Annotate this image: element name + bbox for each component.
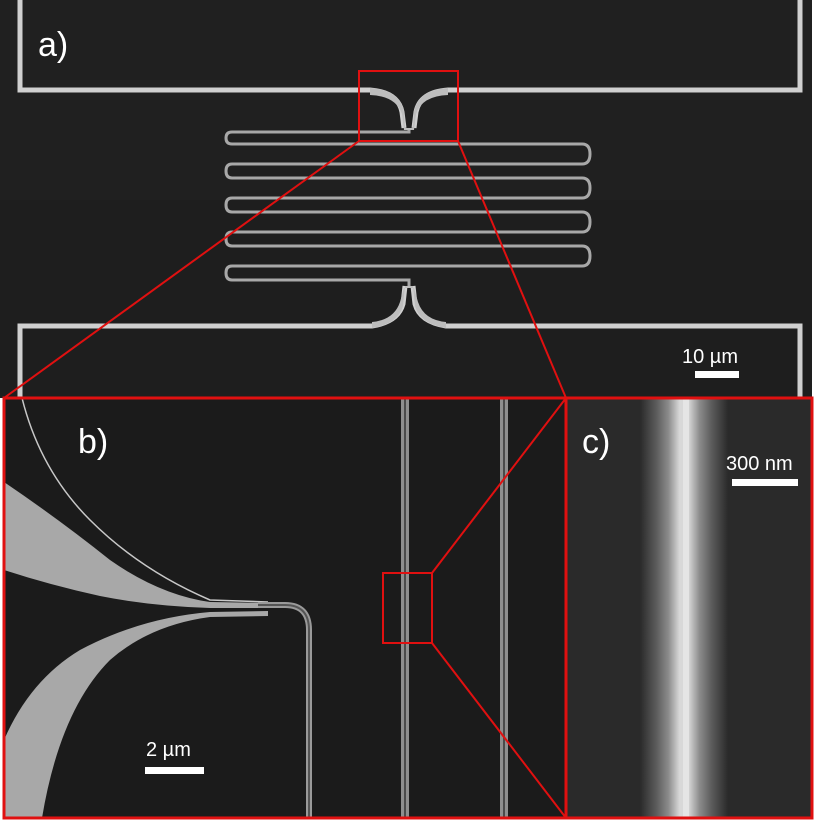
panel-a: a) 10 µm [0,0,812,398]
scale-bar-label-b: 2 µm [146,739,191,761]
scale-bar-b [145,767,204,774]
panel-b: b) 2 µm [4,398,566,818]
lower-contact-lobe [4,611,268,818]
top-taper [370,88,448,130]
panel-label-a: a) [38,26,68,64]
panel-c: c) 300 nm [566,398,812,818]
zoom-line-b-bottom [431,642,567,819]
zoom-box-a [358,70,459,142]
zoom-line-a-right [457,140,567,399]
zoom-line-b-top [431,397,567,574]
scale-bar-c [732,479,798,486]
zoom-box-b [382,572,433,644]
upper-contact-lobe [4,398,268,608]
panel-label-b: b) [78,423,108,461]
panel-c-frame [564,396,814,820]
bottom-taper [372,286,446,328]
scale-bar-label-c: 300 nm [726,453,793,475]
panel-label-c: c) [582,423,610,461]
scale-bar-label-a: 10 µm [682,346,738,368]
meander-wire [224,130,592,286]
scale-bar-a [695,371,739,378]
zoom-line-a-left [3,140,360,399]
